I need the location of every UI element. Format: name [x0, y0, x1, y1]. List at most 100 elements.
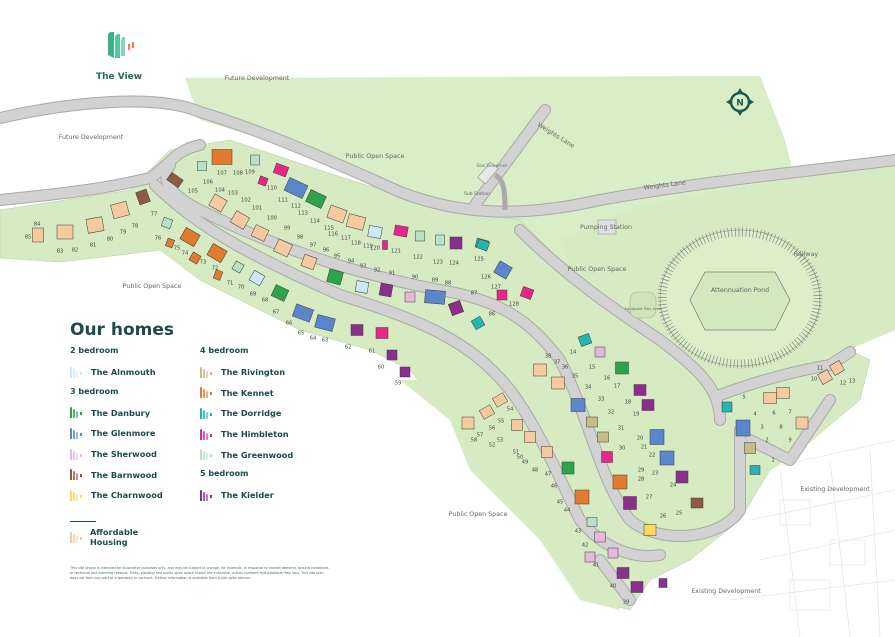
- house-affordable[interactable]: [533, 363, 547, 377]
- plot-number-label[interactable]: 42: [582, 543, 589, 549]
- plot-number-label[interactable]: 45: [557, 500, 564, 506]
- plot-number-label[interactable]: 74: [182, 251, 189, 257]
- plot-number-label[interactable]: 57: [477, 433, 484, 439]
- plot-number-label[interactable]: 114: [310, 219, 321, 225]
- plot-number-label[interactable]: 88: [445, 281, 452, 287]
- plot-number-label[interactable]: 33: [598, 397, 605, 403]
- plot-number-label[interactable]: 27: [646, 495, 653, 501]
- house-sherwood[interactable]: [594, 531, 606, 543]
- house-kielder[interactable]: [641, 399, 655, 411]
- plot-number-label[interactable]: 112: [291, 204, 301, 210]
- plot-number-label[interactable]: 100: [267, 216, 277, 222]
- house-glenmore[interactable]: [735, 419, 751, 437]
- plot-number-label[interactable]: 30: [619, 446, 626, 452]
- plot-number-label[interactable]: 124: [449, 261, 460, 267]
- plot-number-label[interactable]: 8: [779, 425, 782, 431]
- plot-number-label[interactable]: 40: [610, 584, 617, 590]
- plot-number-label[interactable]: 32: [608, 410, 615, 416]
- plot-number-label[interactable]: 31: [618, 426, 625, 432]
- plot-number-label[interactable]: 75: [174, 246, 181, 252]
- house-affordable[interactable]: [110, 200, 130, 220]
- plot-number-label[interactable]: 10: [811, 377, 818, 383]
- plot-number-label[interactable]: 68: [262, 298, 269, 304]
- house-dorridge[interactable]: [470, 315, 486, 331]
- plot-number-label[interactable]: 126: [481, 275, 491, 281]
- plot-number-label[interactable]: 67: [273, 310, 280, 316]
- plot-number-label[interactable]: 22: [649, 453, 656, 459]
- plot-number-label[interactable]: 13: [849, 379, 856, 385]
- house-affordable[interactable]: [551, 376, 565, 390]
- house-alnmouth[interactable]: [367, 225, 383, 239]
- house-affordable[interactable]: [524, 431, 536, 443]
- house-affordable[interactable]: [326, 204, 348, 224]
- plot-number-label[interactable]: 102: [241, 198, 251, 204]
- plot-number-label[interactable]: 89: [432, 278, 439, 284]
- plot-number-label[interactable]: 43: [575, 529, 582, 535]
- plot-number-label[interactable]: 66: [286, 321, 293, 327]
- plot-number-label[interactable]: 12: [840, 381, 847, 387]
- house-affordable[interactable]: [229, 210, 251, 230]
- house-himbleton[interactable]: [496, 289, 508, 301]
- plot-number-label[interactable]: 46: [551, 484, 558, 490]
- house-himbleton[interactable]: [519, 286, 535, 300]
- house-affordable[interactable]: [817, 369, 833, 385]
- plot-number-label[interactable]: 54: [507, 407, 514, 413]
- plot-number-label[interactable]: 25: [676, 511, 683, 517]
- house-sherwood[interactable]: [594, 346, 606, 358]
- house-sherwood[interactable]: [584, 551, 596, 563]
- plot-number-label[interactable]: 64: [310, 336, 317, 342]
- plot-number-label[interactable]: 108: [233, 171, 243, 177]
- house-kielder[interactable]: [449, 236, 463, 250]
- plot-number-label[interactable]: 24: [670, 483, 677, 489]
- plot-number-label[interactable]: 39: [623, 600, 630, 606]
- plot-number-label[interactable]: 121: [391, 249, 401, 255]
- house-barnwood[interactable]: [135, 188, 151, 206]
- house-greenwood[interactable]: [586, 517, 598, 527]
- plot-number-label[interactable]: 51: [513, 450, 520, 456]
- house-kennet[interactable]: [211, 149, 233, 165]
- house-affordable[interactable]: [478, 404, 496, 420]
- plot-number-label[interactable]: 85: [25, 235, 32, 241]
- house-danbury[interactable]: [561, 461, 575, 475]
- plot-number-label[interactable]: 37: [554, 360, 561, 366]
- plot-number-label[interactable]: 14: [570, 350, 577, 356]
- plot-number-label[interactable]: 5: [742, 395, 745, 401]
- house-greenwood[interactable]: [415, 230, 425, 242]
- plot-number-label[interactable]: 96: [323, 248, 330, 254]
- plot-number-label[interactable]: 29: [638, 468, 645, 474]
- plot-number-label[interactable]: 77: [151, 212, 158, 218]
- house-affordable[interactable]: [250, 224, 270, 242]
- plot-number-label[interactable]: 109: [245, 170, 255, 176]
- house-alnmouth[interactable]: [354, 280, 370, 294]
- house-danbury[interactable]: [270, 284, 290, 302]
- plot-number-label[interactable]: 15: [589, 365, 596, 371]
- plot-number-label[interactable]: 6: [772, 411, 775, 417]
- plot-number-label[interactable]: 18: [625, 400, 632, 406]
- house-affordable[interactable]: [300, 253, 318, 271]
- house-kielder[interactable]: [658, 578, 668, 588]
- plot-number-label[interactable]: 80: [107, 237, 114, 243]
- plot-number-label[interactable]: 79: [120, 230, 127, 236]
- house-kielder[interactable]: [623, 496, 637, 510]
- house-kennet[interactable]: [612, 474, 628, 490]
- plot-number-label[interactable]: 17: [614, 384, 621, 390]
- plot-number-label[interactable]: 41: [593, 563, 600, 569]
- house-charnwood[interactable]: [643, 524, 657, 536]
- house-danbury[interactable]: [326, 268, 344, 286]
- house-affordable[interactable]: [85, 216, 105, 234]
- house-affordable[interactable]: [273, 238, 293, 258]
- plot-number-label[interactable]: 69: [250, 292, 257, 298]
- house-glenmore[interactable]: [570, 398, 586, 412]
- plot-number-label[interactable]: 93: [360, 264, 367, 270]
- house-dorridge[interactable]: [475, 238, 491, 252]
- plot-number-label[interactable]: 110: [267, 186, 277, 192]
- plot-number-label[interactable]: 48: [532, 468, 539, 474]
- plot-number-label[interactable]: 20: [637, 436, 644, 442]
- plot-number-label[interactable]: 111: [278, 198, 288, 204]
- plot-number-label[interactable]: 72: [212, 266, 219, 272]
- house-himbleton[interactable]: [257, 175, 269, 187]
- house-rivington[interactable]: [744, 442, 756, 454]
- house-glenmore[interactable]: [314, 314, 336, 332]
- plot-number-label[interactable]: 1: [771, 458, 774, 464]
- plot-number-label[interactable]: 23: [652, 471, 659, 477]
